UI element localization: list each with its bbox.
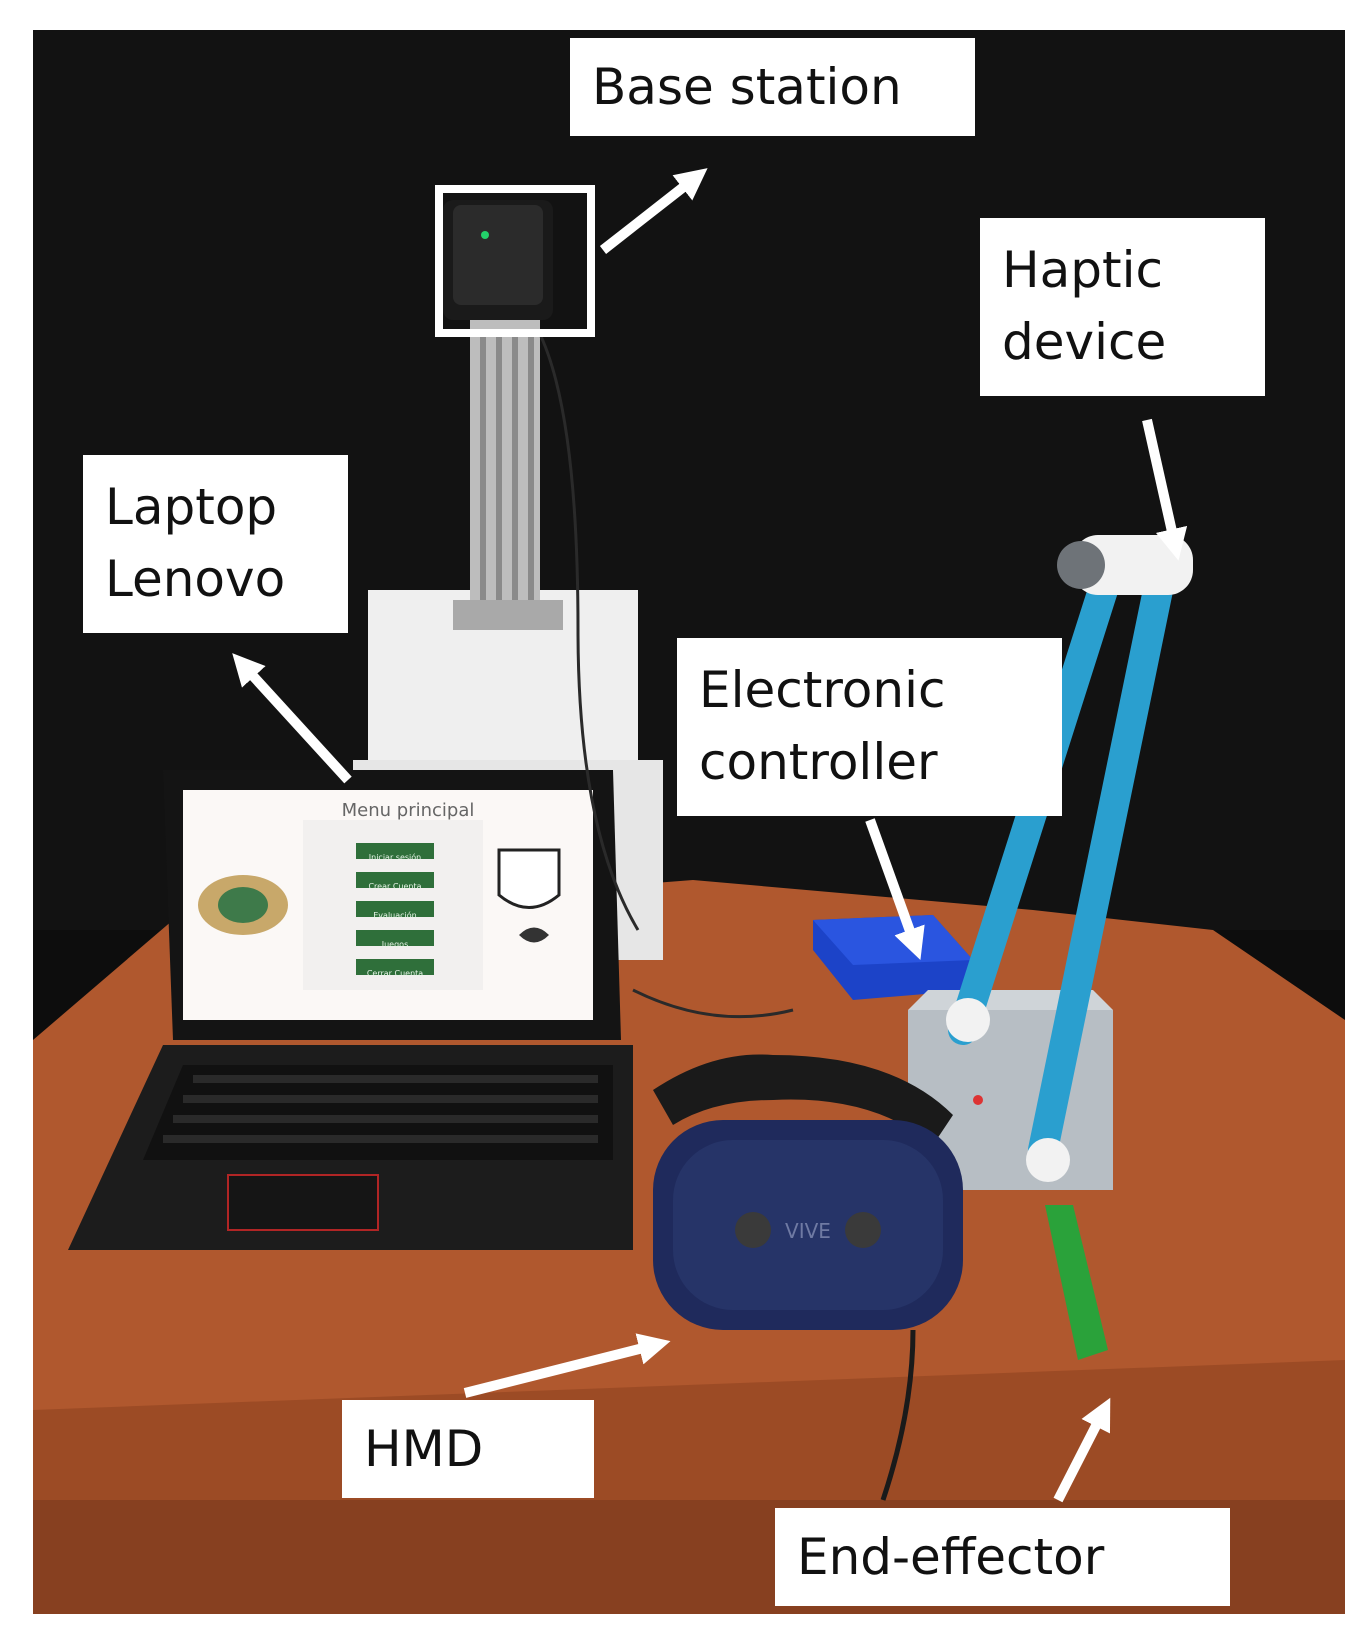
haptic-arm-right xyxy=(1028,575,1173,1165)
cable xyxy=(536,329,640,931)
label-base-station: Base station xyxy=(570,38,975,136)
label-end-effector: End-effector xyxy=(775,1508,1230,1606)
menu-button: Crear Cuenta xyxy=(368,882,422,891)
label-haptic-device: Haptic device xyxy=(980,218,1265,396)
label-electronic-controller: Electronic controller xyxy=(677,638,1062,816)
menu-button: Iniciar sesión xyxy=(368,853,422,862)
end-effector-handle xyxy=(1045,1205,1108,1360)
right-emblem xyxy=(497,848,561,909)
pole-bracket xyxy=(453,600,563,630)
touchpad xyxy=(227,1174,379,1231)
menu-button: Juegos xyxy=(381,940,409,949)
hmd-brand: VIVE xyxy=(785,1219,831,1243)
hmd-strap xyxy=(653,1054,953,1145)
label-hmd: HMD xyxy=(342,1400,594,1498)
menu-button: Cerrar Cuenta xyxy=(366,969,424,978)
laptop-menu: Iniciar sesión Crear Cuenta Evaluación J… xyxy=(356,843,434,988)
menu-button: Evaluación xyxy=(373,911,417,920)
base-station-highlight xyxy=(435,185,595,337)
label-laptop: Laptop Lenovo xyxy=(83,455,348,633)
laptop-screen-title: Menu principal xyxy=(341,800,475,821)
